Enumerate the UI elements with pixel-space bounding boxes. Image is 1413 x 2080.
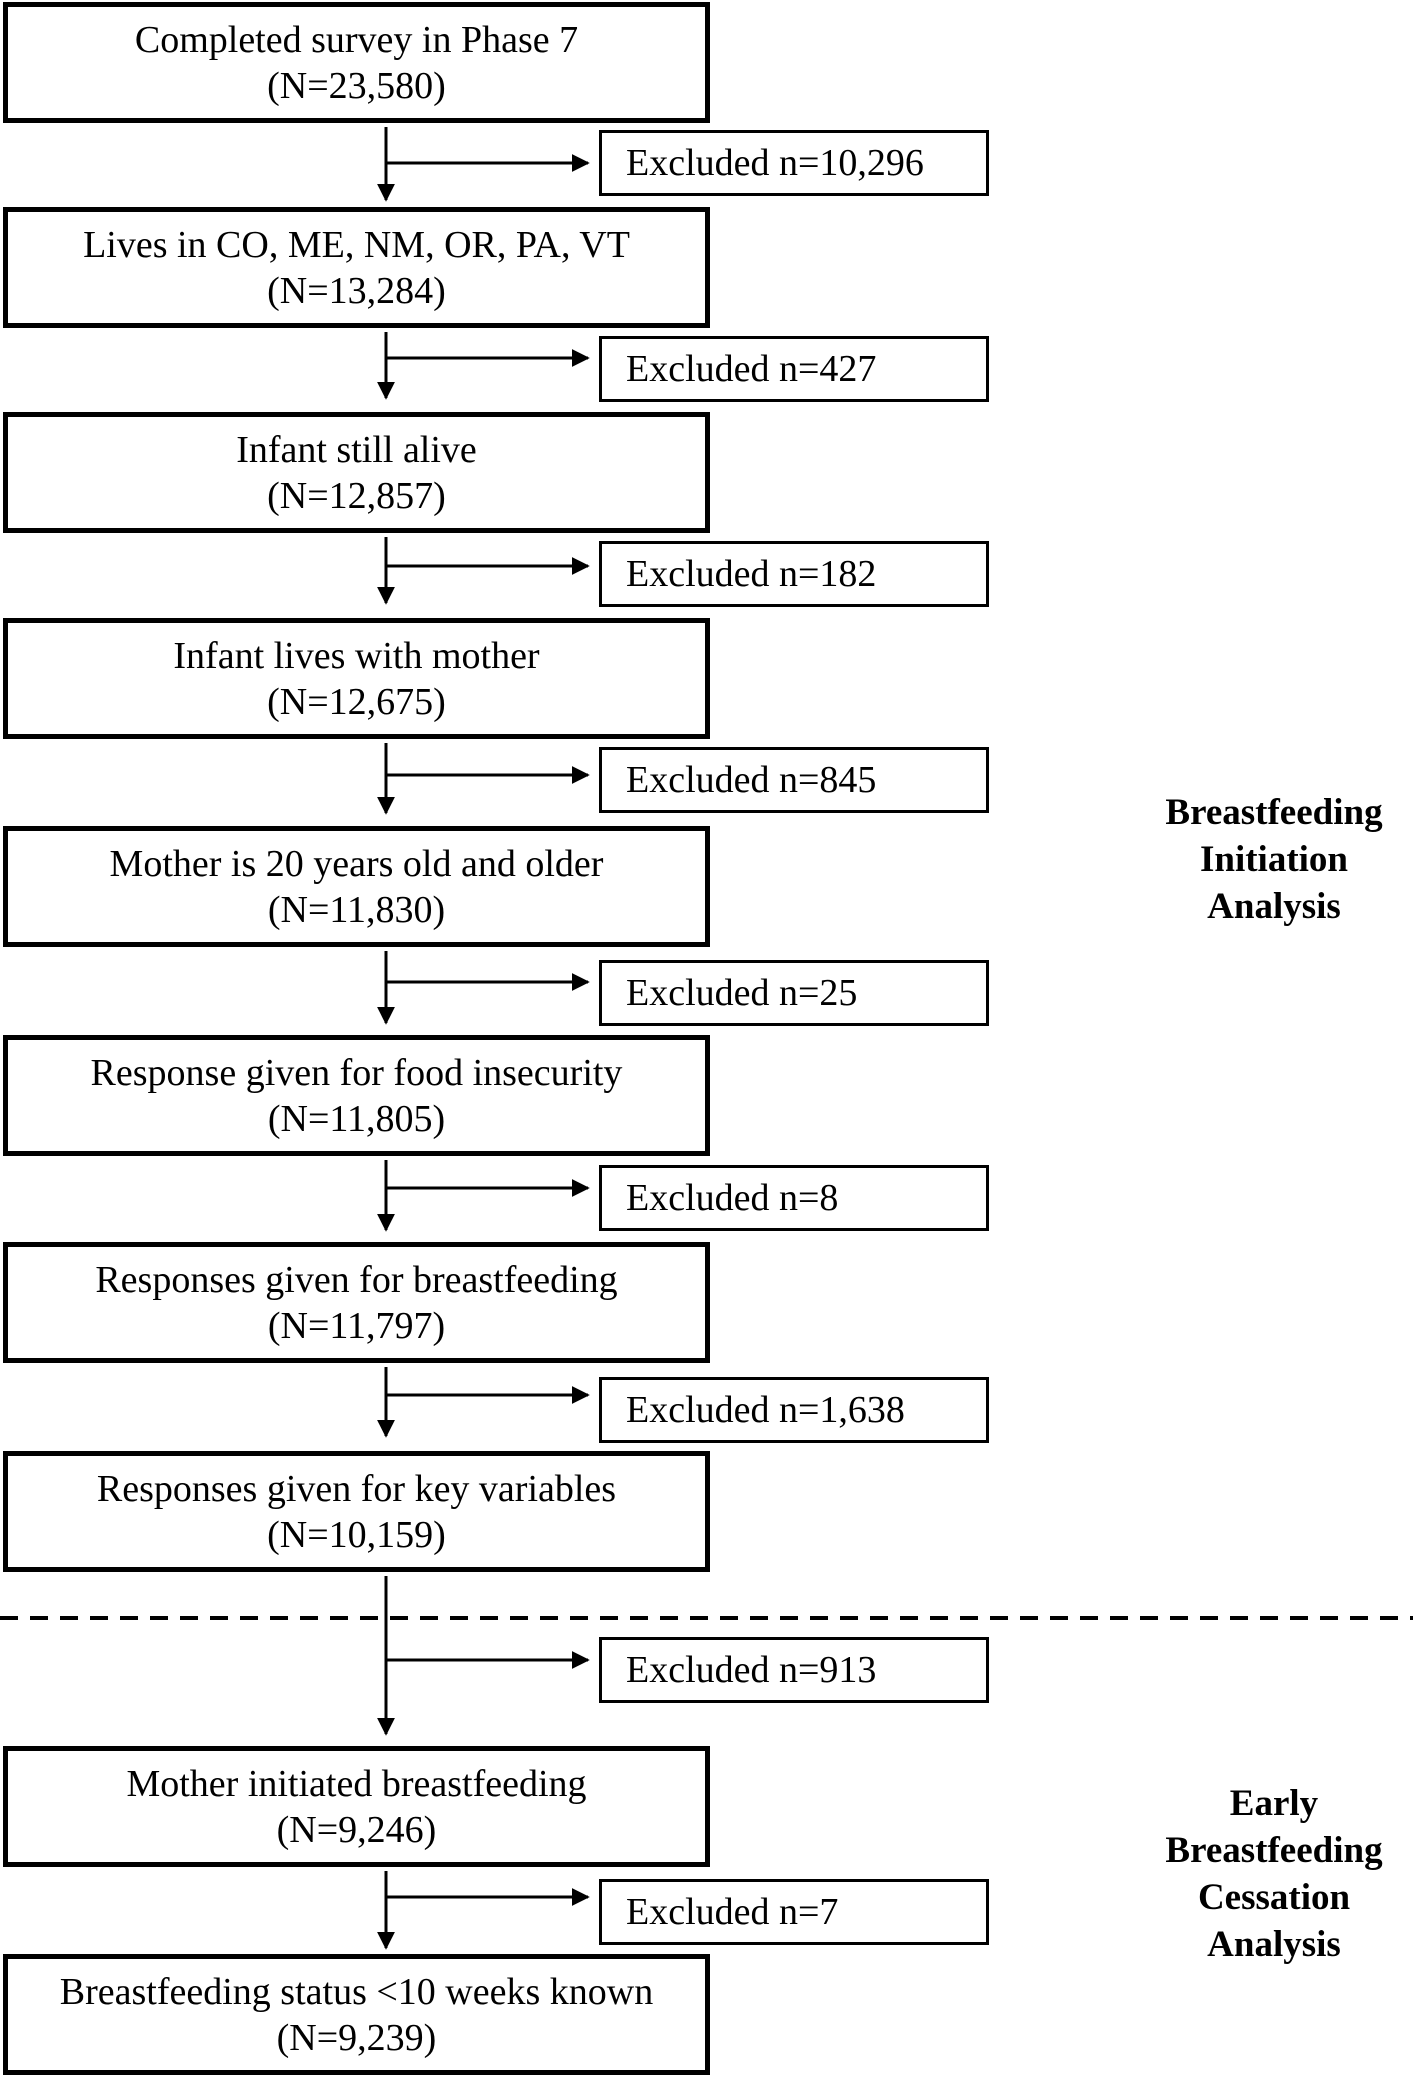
flow-box-title: Response given for food insecurity <box>90 1051 623 1094</box>
section-label-line: Analysis <box>1207 886 1341 927</box>
section-label-line: Cessation <box>1197 1877 1351 1918</box>
flow-box-8: Responses given for key variables (N=10,… <box>3 1451 710 1572</box>
flow-box-title: Completed survey in Phase 7 <box>134 18 579 61</box>
excluded-box-5: Excluded n=25 <box>599 960 989 1026</box>
flow-box-title: Breastfeeding status <10 weeks known <box>59 1970 654 2013</box>
flow-box-count: (N=11,805) <box>267 1097 446 1140</box>
flow-box-3: Infant still alive (N=12,857) <box>3 412 710 533</box>
section-label-line: Breastfeeding <box>1165 1830 1383 1871</box>
flow-box-count: (N=23,580) <box>267 64 446 107</box>
section-label-line: Early <box>1229 1783 1319 1824</box>
flow-box-count: (N=11,797) <box>267 1304 446 1347</box>
section-label-line: Initiation <box>1199 839 1349 880</box>
excluded-box-9: Excluded n=7 <box>599 1879 989 1945</box>
excluded-box-8: Excluded n=913 <box>599 1637 989 1703</box>
excluded-box-7: Excluded n=1,638 <box>599 1377 989 1443</box>
flow-box-count: (N=12,857) <box>267 474 446 517</box>
excluded-box-2: Excluded n=427 <box>599 336 989 402</box>
flow-box-10: Breastfeeding status <10 weeks known (N=… <box>3 1954 710 2075</box>
excluded-label: Excluded n=1,638 <box>626 1389 905 1431</box>
flow-box-7: Responses given for breastfeeding (N=11,… <box>3 1242 710 1363</box>
flow-box-2: Lives in CO, ME, NM, OR, PA, VT (N=13,28… <box>3 207 710 328</box>
excluded-box-1: Excluded n=10,296 <box>599 130 989 196</box>
excluded-box-6: Excluded n=8 <box>599 1165 989 1231</box>
flow-box-count: (N=10,159) <box>267 1513 446 1556</box>
section-label-line: Analysis <box>1207 1924 1341 1965</box>
flow-box-count: (N=9,246) <box>276 1808 437 1851</box>
flow-box-title: Infant lives with mother <box>173 634 540 677</box>
section-label-line: Breastfeeding <box>1165 792 1383 833</box>
flow-box-title: Mother is 20 years old and older <box>109 842 604 885</box>
excluded-label: Excluded n=25 <box>626 972 858 1014</box>
excluded-label: Excluded n=8 <box>626 1177 839 1219</box>
flow-box-title: Responses given for breastfeeding <box>95 1258 618 1301</box>
excluded-label: Excluded n=913 <box>626 1649 877 1691</box>
excluded-label: Excluded n=182 <box>626 553 877 595</box>
excluded-label: Excluded n=7 <box>626 1891 839 1933</box>
flow-box-count: (N=11,830) <box>267 888 446 931</box>
flow-box-title: Infant still alive <box>236 428 477 471</box>
flow-box-title: Mother initiated breastfeeding <box>126 1762 587 1805</box>
excluded-label: Excluded n=845 <box>626 759 877 801</box>
flow-box-6: Response given for food insecurity (N=11… <box>3 1035 710 1156</box>
flow-box-9: Mother initiated breastfeeding (N=9,246) <box>3 1746 710 1867</box>
initiation-analysis-label: Breastfeeding Initiation Analysis <box>1135 789 1413 930</box>
flow-box-5: Mother is 20 years old and older (N=11,8… <box>3 826 710 947</box>
flow-box-4: Infant lives with mother (N=12,675) <box>3 618 710 739</box>
excluded-label: Excluded n=427 <box>626 348 877 390</box>
flow-box-count: (N=9,239) <box>276 2016 437 2059</box>
flow-box-title: Lives in CO, ME, NM, OR, PA, VT <box>83 223 630 266</box>
flow-box-title: Responses given for key variables <box>96 1467 617 1510</box>
excluded-box-3: Excluded n=182 <box>599 541 989 607</box>
excluded-box-4: Excluded n=845 <box>599 747 989 813</box>
flow-box-count: (N=13,284) <box>267 269 446 312</box>
cessation-analysis-label: Early Breastfeeding Cessation Analysis <box>1135 1780 1413 1968</box>
flow-box-count: (N=12,675) <box>267 680 446 723</box>
excluded-label: Excluded n=10,296 <box>626 142 924 184</box>
flow-box-1: Completed survey in Phase 7 (N=23,580) <box>3 2 710 123</box>
